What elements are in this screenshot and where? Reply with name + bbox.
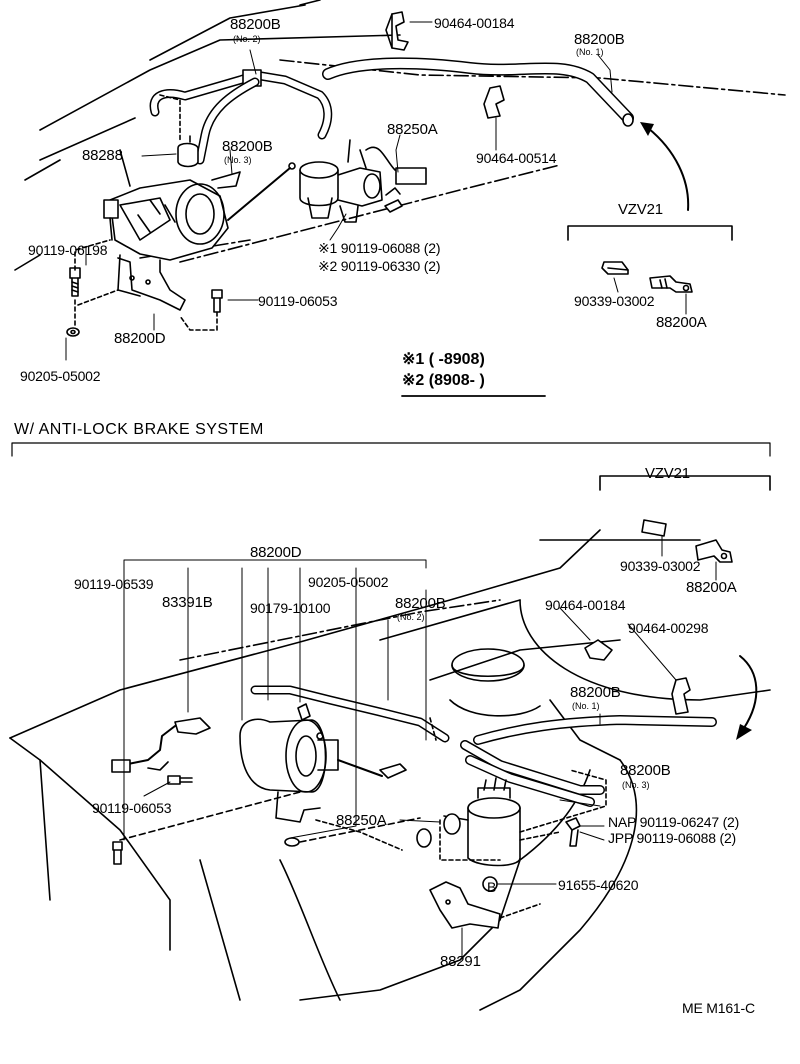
label-90119-06088: ※1 90119-06088 (2) — [318, 240, 441, 256]
label-90119-06539: 90119-06539 — [74, 576, 154, 592]
label-90119-06330: ※2 90119-06330 (2) — [318, 258, 441, 274]
label-88200b-no3-sub: (No. 3) — [224, 155, 252, 165]
label-88200b-no3-bottom: 88200B — [620, 762, 671, 779]
label-88200b-no1-sub: (No. 1) — [576, 47, 604, 57]
diagram-code: ME M161-C — [682, 1000, 755, 1016]
label-88200d: 88200D — [114, 330, 166, 347]
label-88200b-no1-sub-bottom: (No. 1) — [572, 701, 600, 711]
label-88200b-no2-sub: (No. 2) — [233, 34, 261, 44]
label-88200a: 88200A — [656, 314, 707, 331]
label-88200b-no2-sub-bottom: (No. 2) — [397, 612, 425, 622]
label-90205-05002-bottom: 90205-05002 — [308, 574, 389, 590]
label-nap-bolt: NAP 90119-06247 (2) — [608, 814, 740, 830]
label-90464-00184: 90464-00184 — [434, 15, 515, 31]
label-90464-00298: 90464-00298 — [628, 620, 709, 636]
label-88288: 88288 — [82, 147, 123, 164]
label-88200b-no2-bottom: 88200B — [395, 595, 446, 612]
label-jpp-bolt: JPP 90119-06088 (2) — [608, 830, 736, 846]
bottom-assembly — [9, 475, 771, 1011]
label-91655-40620: 91655-40620 — [558, 877, 639, 893]
label-90464-00514: 90464-00514 — [476, 150, 557, 166]
label-83391b: 83391B — [162, 594, 213, 611]
label-88200b-no2: 88200B — [230, 16, 281, 33]
label-vzv21-bottom: VZV21 — [645, 465, 690, 482]
label-vzv21-top: VZV21 — [618, 201, 663, 218]
label-88200b-no3-sub-bottom: (No. 3) — [622, 780, 650, 790]
label-90179-10100: 90179-10100 — [250, 600, 331, 616]
label-88200b-no3: 88200B — [222, 138, 273, 155]
label-88200a-bottom: 88200A — [686, 579, 737, 596]
top-assembly — [14, 0, 786, 397]
label-90119-06053: 90119-06053 — [258, 293, 338, 309]
label-90205-05002: 90205-05002 — [20, 368, 101, 384]
section-divider — [11, 442, 771, 457]
label-88200d-bottom: 88200D — [250, 544, 302, 561]
label-88200b-no1-bottom: 88200B — [570, 684, 621, 701]
label-90339-03002: 90339-03002 — [574, 293, 655, 309]
section-title-abs: W/ ANTI-LOCK BRAKE SYSTEM — [14, 421, 264, 438]
b-marker-label: B — [487, 879, 497, 895]
legend-note-1: ※1 ( -8908) — [402, 351, 485, 368]
label-88200b-no1: 88200B — [574, 31, 625, 48]
label-88291: 88291 — [440, 953, 481, 970]
label-90464-00184-bottom: 90464-00184 — [545, 597, 626, 613]
label-88250a: 88250A — [387, 121, 438, 138]
label-90119-06198: 90119-06198 — [28, 242, 108, 258]
label-88250a-bottom: 88250A — [336, 812, 387, 829]
label-90339-03002-bottom: 90339-03002 — [620, 558, 701, 574]
label-90119-06053-bottom: 90119-06053 — [92, 800, 172, 816]
legend-note-2: ※2 (8908- ) — [402, 372, 485, 389]
